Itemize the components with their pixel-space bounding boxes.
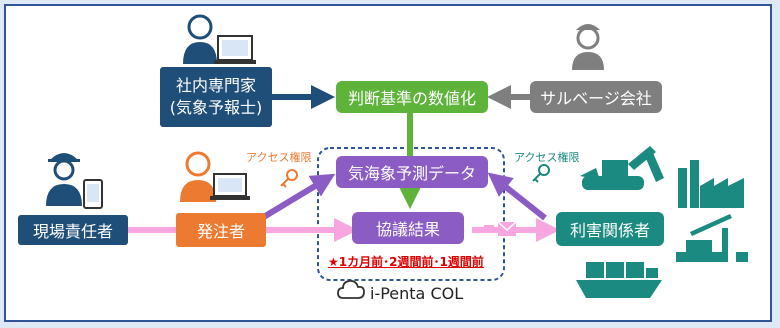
site-manager-box: 現場責任者 [18,215,128,245]
expert-box: 社内専門家 (気象予報士) [160,67,272,127]
stakeholders-label: 利害関係者 [569,221,650,240]
platform-label: i-Penta COL [370,284,464,303]
expert-title: 社内専門家 [175,76,256,95]
agreement-box: 協議結果 [352,212,464,244]
site-manager-icon [46,153,103,209]
key-icon-right [532,164,550,183]
salvage-box: サルベージ会社 [530,81,662,113]
judgment-label: 判断基準の数値化 [347,89,476,108]
salvage-label: サルベージ会社 [540,89,652,108]
factory-icon [678,160,744,208]
agreement-label: 協議結果 [375,220,440,239]
weather-data-label: 気海象予測データ [347,164,476,183]
expert-subtitle: (気象予報士) [169,98,263,117]
envelope-icon [484,221,517,236]
site-manager-label: 現場責任者 [32,222,113,241]
arrow-client-to-weather-data [260,173,336,221]
client-person-icon [180,151,250,202]
client-label: 発注者 [196,222,245,241]
expert-person-icon [183,14,256,64]
arrow-stakeholders-to-weather-data [487,172,547,221]
judgment-box: 判断基準の数値化 [336,81,488,113]
container-ship-icon [576,262,662,298]
access-label-right: アクセス権限 [514,151,580,164]
cloud-icon [337,279,365,299]
key-icon-left [280,169,298,188]
weather-data-box: 気海象予測データ [336,156,488,188]
access-label-left: アクセス権限 [246,151,312,164]
schedule-label: ★1カ月前･2週間前･1週間前 [328,255,484,269]
stakeholders-box: 利害関係者 [556,212,664,246]
client-box: 発注者 [176,213,266,247]
excavator-icon [580,146,664,190]
salvage-worker-icon [572,24,604,70]
port-crane-icon [676,214,748,262]
